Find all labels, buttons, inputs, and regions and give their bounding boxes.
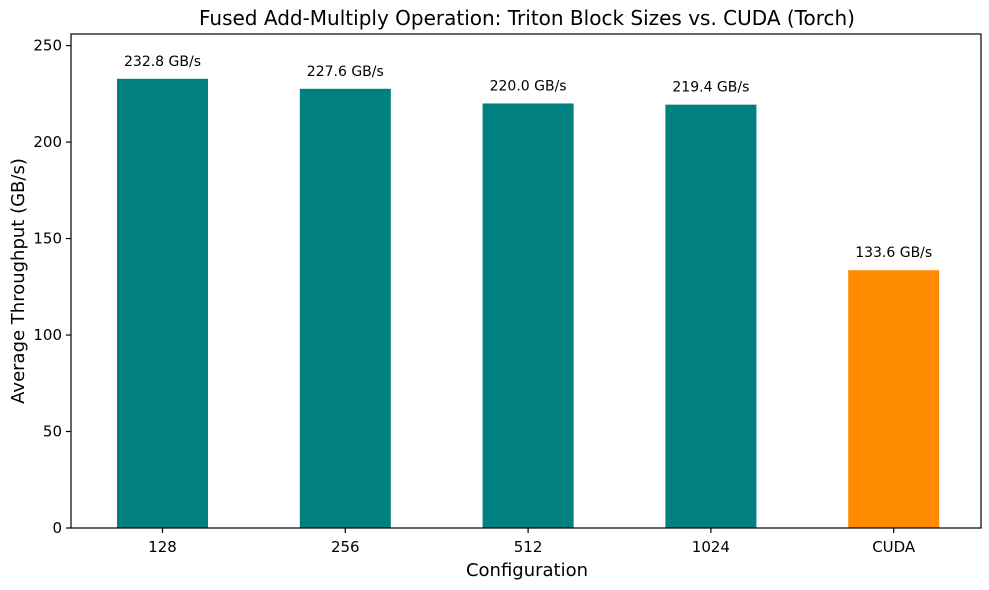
- bar-256: [299, 88, 391, 528]
- bars-group: [117, 78, 940, 529]
- y-tick-label-100: 100: [33, 326, 62, 344]
- bar-cuda: [848, 270, 940, 528]
- y-tick-label-0: 0: [52, 519, 62, 537]
- data-labels-group: 232.8 GB/s 227.6 GB/s 220.0 GB/s 219.4 GB/s…: [124, 54, 932, 261]
- x-tick-label-1024: 1024: [692, 538, 730, 556]
- y-axis: 0 50 100 150 200 250: [33, 37, 71, 537]
- chart-title: Fused Add-Multiply Operation: Triton Blo…: [199, 6, 855, 30]
- data-label-128: 232.8 GB/s: [124, 54, 201, 70]
- bar-512: [482, 103, 574, 528]
- y-axis-label: Average Throughput (GB/s): [8, 158, 29, 404]
- data-label-512: 220.0 GB/s: [490, 78, 567, 94]
- data-label-256: 227.6 GB/s: [307, 64, 384, 80]
- bar-128: [117, 78, 208, 529]
- y-tick-label-150: 150: [33, 230, 62, 248]
- y-tick-label-50: 50: [43, 423, 62, 441]
- x-tick-label-128: 128: [148, 538, 177, 556]
- x-tick-label-cuda: CUDA: [872, 538, 916, 556]
- x-axis: 128 256 512 1024 CUDA: [148, 528, 916, 556]
- bar-1024: [665, 104, 757, 529]
- x-tick-label-256: 256: [331, 538, 360, 556]
- y-tick-label-250: 250: [33, 37, 62, 55]
- plot-area-frame: [70, 33, 982, 529]
- y-tick-label-200: 200: [33, 133, 62, 151]
- data-label-1024: 219.4 GB/s: [672, 80, 749, 96]
- x-axis-label: Configuration: [466, 560, 588, 581]
- x-tick-label-512: 512: [514, 538, 543, 556]
- data-label-cuda: 133.6 GB/s: [855, 245, 932, 261]
